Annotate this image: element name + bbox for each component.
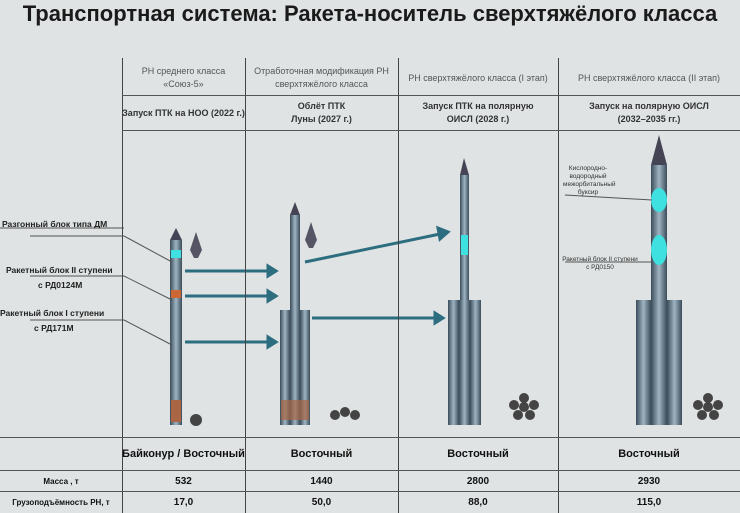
mission-1: Запуск ПТК на НОО (2022 г.) xyxy=(122,107,245,118)
mission-2: Облёт ПТК Луны (2027 г.) xyxy=(291,101,352,124)
mass-2: 1440 xyxy=(310,475,333,487)
callout-tug: Кислородно-водородный межорбитальный бук… xyxy=(563,165,616,196)
callout-stage1-engine: с РД171М xyxy=(34,323,74,333)
payload-label: Грузоподъёмность РН, т xyxy=(12,497,110,507)
payload-1: 17,0 xyxy=(173,496,194,508)
column-header-2: Отработочная модификация РН сверхтяжёлог… xyxy=(254,66,389,89)
rocket-soyuz5 xyxy=(170,228,202,426)
callout-stage1: Ракетный блок I ступени xyxy=(0,308,105,318)
mass-label: Масса , т xyxy=(43,476,79,486)
launch-site-3: Восточный xyxy=(447,447,509,460)
column-header-4: РН сверхтяжёлого класса (II этап) xyxy=(577,72,721,83)
payload-2: 50,0 xyxy=(311,496,332,508)
column-header-3: РН сверхтяжёлого класса (I этап) xyxy=(408,72,548,83)
comparison-arrows xyxy=(185,225,451,350)
payload-3: 88,0 xyxy=(468,496,488,508)
mass-4: 2930 xyxy=(637,475,661,487)
launch-site-4: Восточный xyxy=(618,447,680,460)
mission-4: Запуск на полярную ОИСЛ (2032–2035 гг.) xyxy=(589,101,709,124)
column-header-1: РН среднего класса «Союз-5» xyxy=(141,66,226,89)
rocket-stage1 xyxy=(448,158,539,425)
callout-stage2: Ракетный блок II ступени xyxy=(6,265,113,275)
payload-4: 115,0 xyxy=(636,496,662,508)
callout-stage2-engine: с РД0124М xyxy=(38,280,83,290)
mission-3: Запуск ПТК на полярную ОИСЛ (2028 г.) xyxy=(422,101,534,124)
launch-site-1: Байконур / Восточный xyxy=(122,447,245,460)
rocket-stage2 xyxy=(636,135,723,425)
mass-3: 2800 xyxy=(466,475,490,487)
callout-upper-stage: Разгонный блок типа ДМ xyxy=(2,219,108,229)
rocket-development xyxy=(280,202,360,425)
launch-site-2: Восточный xyxy=(290,447,353,460)
callout-stage2-b: Ракетный блок II ступени с РД0150 xyxy=(562,256,638,271)
page-title: Транспортная система: Ракета-носитель св… xyxy=(22,1,718,26)
mass-1: 532 xyxy=(175,475,192,487)
